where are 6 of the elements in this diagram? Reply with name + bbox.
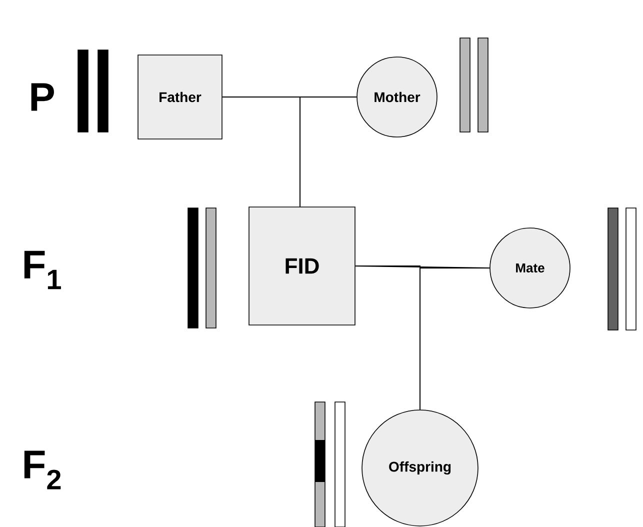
pedigree-line bbox=[420, 268, 490, 410]
generation-label: P bbox=[31, 83, 54, 111]
person-box: Father bbox=[138, 54, 222, 140]
person-box: FID bbox=[248, 206, 356, 326]
generation-label: F$_{1}$ bbox=[24, 250, 61, 290]
generation-label: F$_{2}$ bbox=[24, 450, 61, 490]
